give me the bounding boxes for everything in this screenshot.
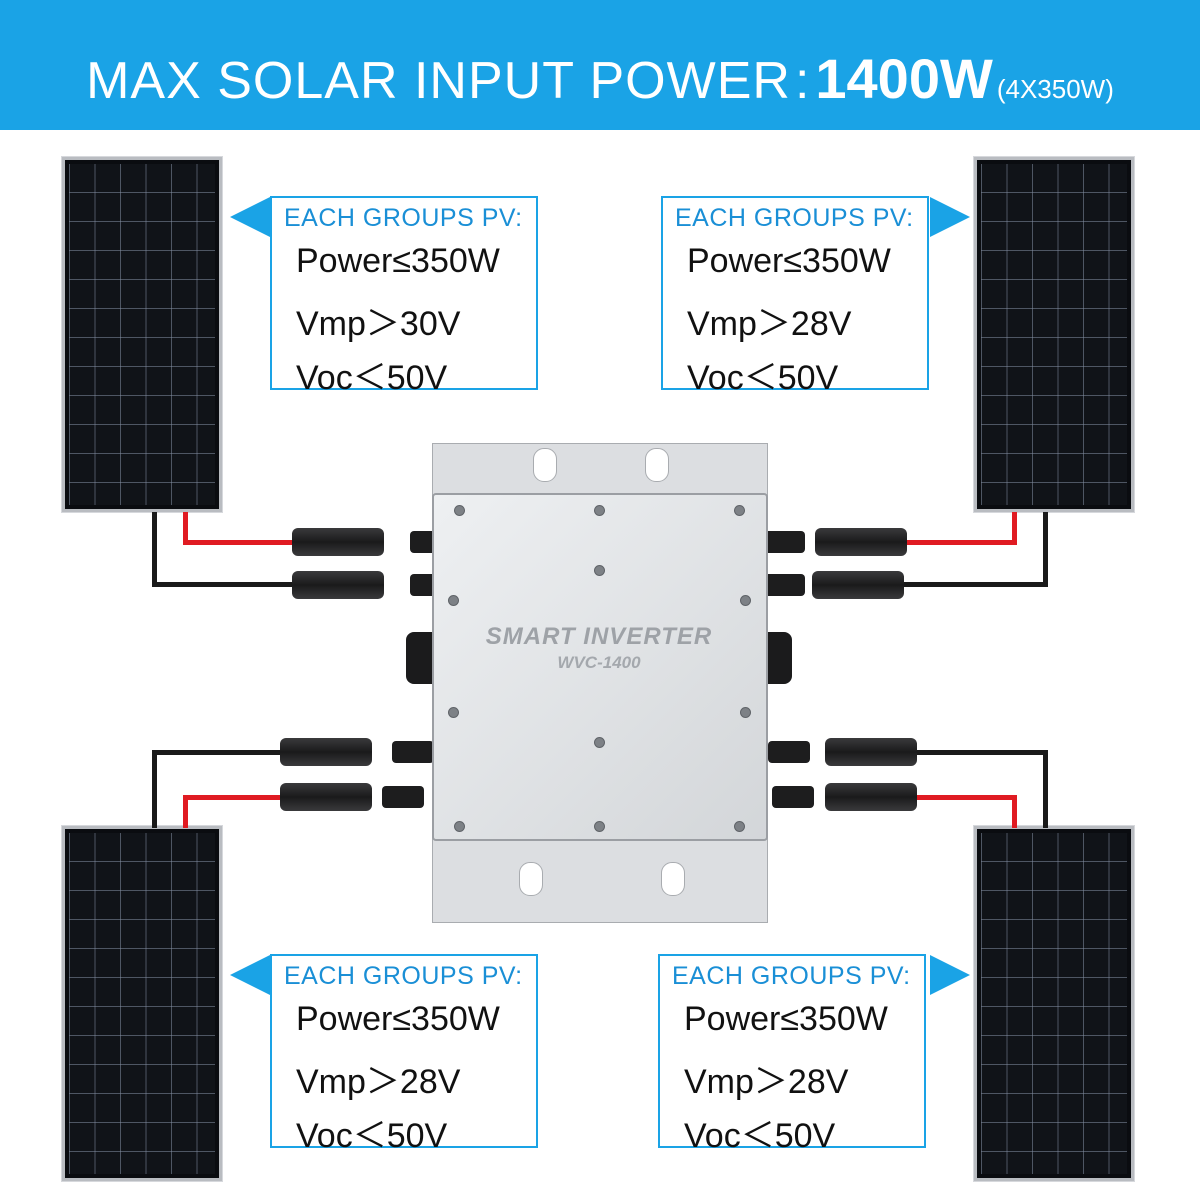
solar-cells — [69, 833, 215, 1174]
negative-wire — [900, 582, 1048, 587]
mc4-connector — [280, 783, 372, 811]
spec-heading: EACH GROUPS PV: — [675, 204, 914, 232]
mc4-connector — [292, 571, 384, 599]
positive-wire — [183, 795, 188, 828]
screw-icon — [740, 595, 751, 606]
solar-panel-top-right — [974, 157, 1134, 512]
positive-wire — [1012, 795, 1017, 828]
spec-voc: Voc＜50V — [296, 359, 448, 397]
mc4-connector — [812, 571, 904, 599]
mounting-slot — [645, 448, 669, 482]
solar-cells — [69, 164, 215, 505]
screw-icon — [594, 565, 605, 576]
smart-inverter: SMART INVERTER WVC-1400 — [432, 493, 768, 841]
negative-wire — [1043, 512, 1048, 586]
spec-voc: Voc＜50V — [296, 1117, 448, 1155]
spec-vmp: Vmp＞28V — [687, 305, 852, 343]
inverter-model: WVC-1400 — [557, 653, 641, 672]
mounting-slot — [533, 448, 557, 482]
negative-wire — [915, 750, 1048, 755]
banner-power-detail: (4X350W) — [996, 74, 1114, 104]
inverter-input-port — [392, 741, 434, 763]
negative-wire — [152, 582, 295, 587]
inverter-input-port — [768, 741, 810, 763]
title-banner: MAX SOLAR INPUT POWER : 1400W (4X350W) — [0, 0, 1200, 130]
mounting-slot — [661, 862, 685, 896]
spec-vmp: Vmp＞30V — [296, 305, 461, 343]
spec-vmp: Vmp＞28V — [684, 1063, 849, 1101]
positive-wire — [183, 512, 188, 544]
screw-icon — [448, 595, 459, 606]
positive-wire — [910, 795, 1017, 800]
inverter-input-port — [763, 574, 805, 596]
solar-cells — [981, 833, 1127, 1174]
arrow-left-icon — [230, 197, 270, 237]
mc4-connector — [825, 738, 917, 766]
spec-power: Power≤350W — [296, 1000, 500, 1038]
spec-voc: Voc＜50V — [684, 1117, 836, 1155]
mc4-connector — [280, 738, 372, 766]
solar-panel-bottom-left — [62, 826, 222, 1181]
spec-heading: EACH GROUPS PV: — [672, 962, 911, 990]
arrow-right-icon — [930, 197, 970, 237]
mc4-connector — [825, 783, 917, 811]
screw-icon — [740, 707, 751, 718]
mc4-connector — [815, 528, 907, 556]
spec-box-top-left: EACH GROUPS PV: Power≤350W Vmp＞30V Voc＜5… — [270, 196, 538, 397]
inverter-input-port — [382, 786, 424, 808]
negative-wire — [152, 750, 282, 755]
banner-power: 1400W — [815, 47, 993, 110]
screw-icon — [734, 505, 745, 516]
screw-icon — [454, 821, 465, 832]
solar-cells — [981, 164, 1127, 505]
spec-box-bottom-left: EACH GROUPS PV: Power≤350W Vmp＞28V Voc＜5… — [270, 954, 538, 1155]
spec-vmp: Vmp＞28V — [296, 1063, 461, 1101]
spec-heading: EACH GROUPS PV: — [284, 204, 523, 232]
spec-power: Power≤350W — [684, 1000, 888, 1038]
spec-box-top-right: EACH GROUPS PV: Power≤350W Vmp＞28V Voc＜5… — [661, 196, 929, 397]
banner-separator: : — [794, 52, 810, 110]
negative-wire — [152, 750, 157, 828]
mc4-connector — [292, 528, 384, 556]
spec-box-bottom-right: EACH GROUPS PV: Power≤350W Vmp＞28V Voc＜5… — [658, 954, 926, 1155]
solar-panel-bottom-right — [974, 826, 1134, 1181]
screw-icon — [448, 707, 459, 718]
arrow-right-icon — [930, 955, 970, 995]
positive-wire — [183, 540, 295, 545]
mounting-slot — [519, 862, 543, 896]
spec-voc: Voc＜50V — [687, 359, 839, 397]
banner-title: MAX SOLAR INPUT POWER — [86, 52, 791, 110]
screw-icon — [734, 821, 745, 832]
screw-icon — [454, 505, 465, 516]
screw-icon — [594, 821, 605, 832]
spec-power: Power≤350W — [687, 242, 891, 280]
inverter-input-port — [772, 786, 814, 808]
screw-icon — [594, 505, 605, 516]
inverter-title: SMART INVERTER — [485, 623, 713, 650]
spec-power: Power≤350W — [296, 242, 500, 280]
positive-wire — [183, 795, 283, 800]
arrow-left-icon — [230, 955, 270, 995]
negative-wire — [152, 512, 157, 586]
positive-wire — [900, 540, 1017, 545]
screw-icon — [594, 737, 605, 748]
negative-wire — [1043, 750, 1048, 828]
solar-panel-top-left — [62, 157, 222, 512]
inverter-input-port — [763, 531, 805, 553]
spec-heading: EACH GROUPS PV: — [284, 962, 523, 990]
positive-wire — [1012, 512, 1017, 544]
